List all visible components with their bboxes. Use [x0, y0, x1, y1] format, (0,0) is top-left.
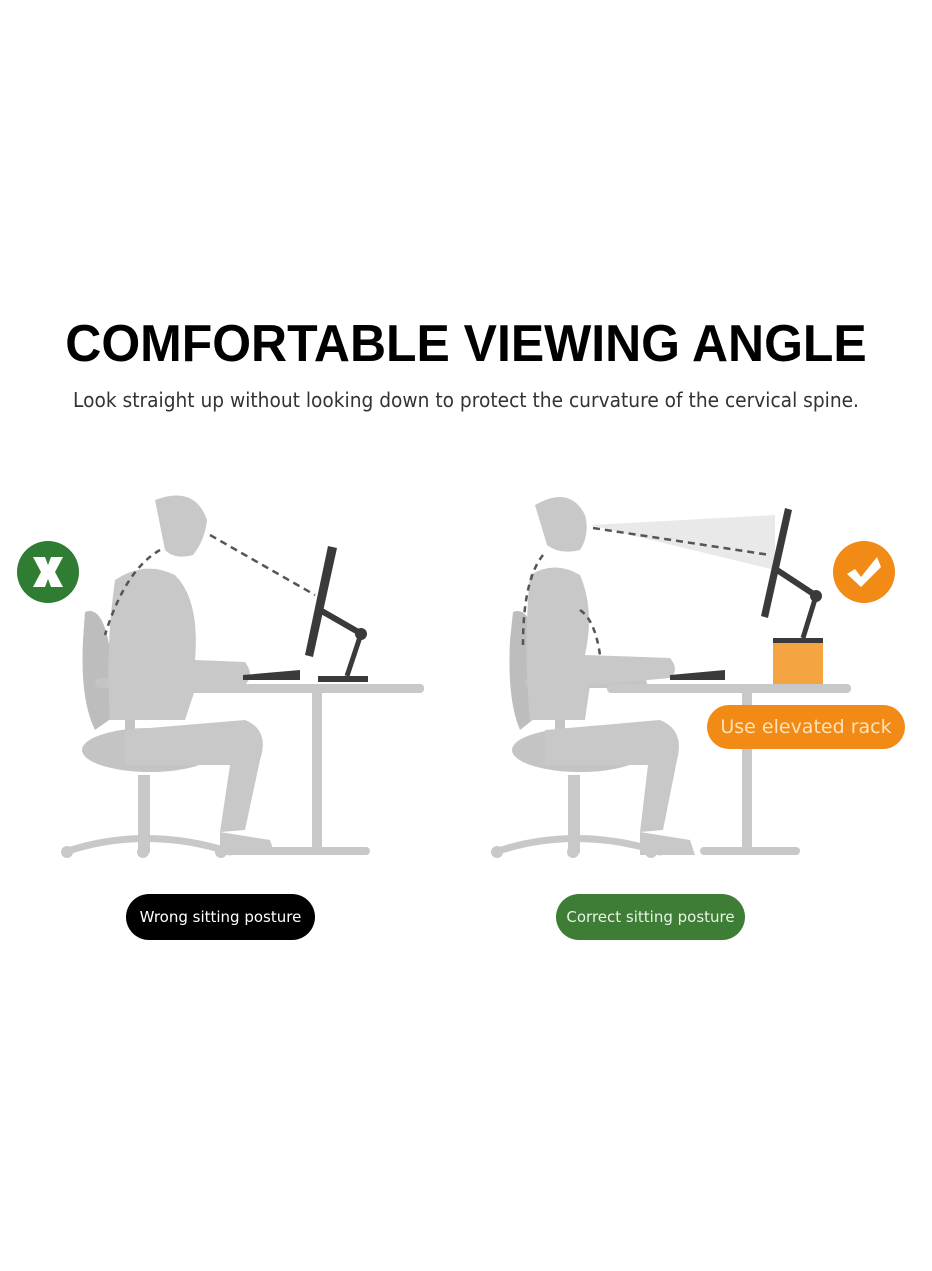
- wrong-posture-caption: Wrong sitting posture: [126, 894, 315, 940]
- wrong-badge: [17, 541, 79, 603]
- correct-posture-caption: Correct sitting posture: [556, 894, 745, 940]
- correct-posture-illustration: [485, 480, 865, 880]
- correct-badge: [833, 541, 895, 603]
- wrong-posture-illustration: [55, 480, 435, 880]
- cross-icon: [33, 557, 63, 587]
- elevated-rack-callout: Use elevated rack: [707, 705, 905, 749]
- page-title: COMFORTABLE VIEWING ANGLE: [65, 315, 867, 373]
- check-icon: [847, 557, 881, 587]
- page-subtitle: Look straight up without looking down to…: [73, 388, 859, 412]
